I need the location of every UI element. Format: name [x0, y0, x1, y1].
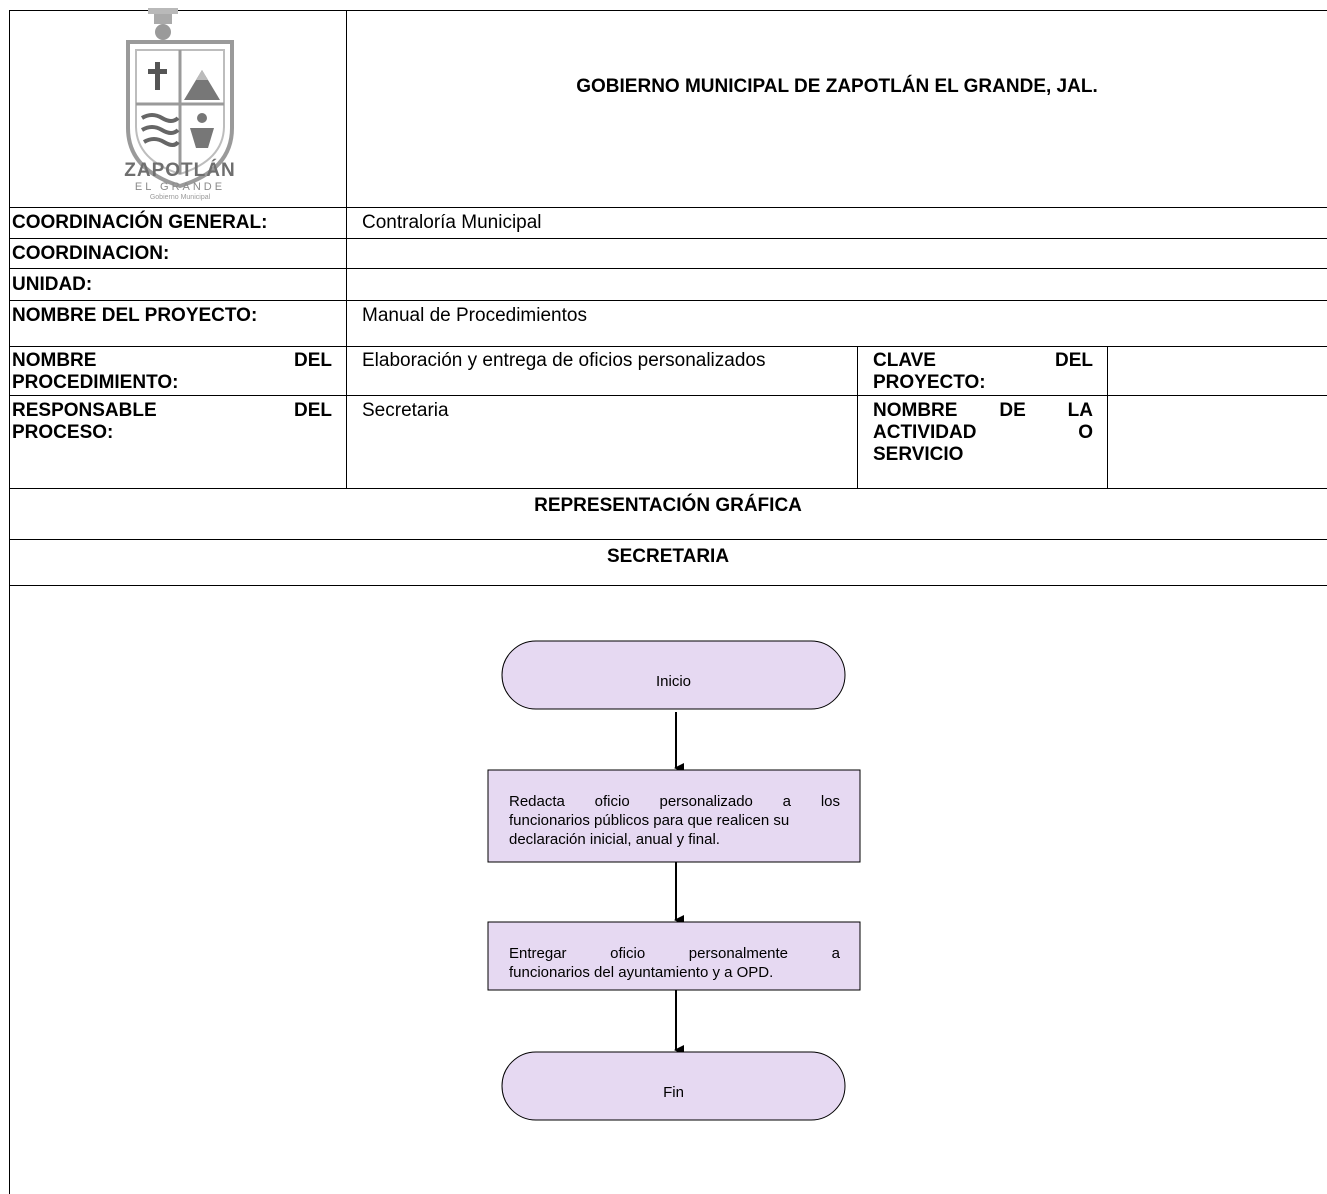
- start-terminal: [501, 640, 846, 710]
- process-step-1: [487, 769, 861, 863]
- procedimiento-label-line1: NOMBRE DEL: [12, 350, 332, 371]
- clave-label-line1: CLAVE DEL: [873, 350, 1093, 371]
- row-divider: [9, 585, 1327, 586]
- procedimiento-label-line2: PROCEDIMIENTO:: [12, 372, 179, 393]
- coordinacion-general-value: Contraloría Municipal: [362, 212, 542, 233]
- row-divider: [9, 238, 1327, 239]
- proyecto-value: Manual de Procedimientos: [362, 305, 587, 326]
- actividad-label-line2: ACTIVIDAD O: [873, 422, 1093, 443]
- logo-text: ZAPOTLÁN: [124, 160, 236, 181]
- row-divider: [9, 268, 1327, 269]
- coordinacion-general-label: COORDINACIÓN GENERAL:: [12, 212, 268, 233]
- end-terminal: [501, 1051, 846, 1121]
- step1-text-line2: funcionarios públicos para que realicen …: [509, 812, 790, 829]
- clave-label-line2: PROYECTO:: [873, 372, 986, 393]
- lane-heading: SECRETARIA: [606, 546, 730, 567]
- document-frame: [9, 10, 1327, 1194]
- process-step-2: [487, 921, 861, 991]
- procedimiento-value: Elaboración y entrega de oficios persona…: [362, 350, 766, 371]
- responsable-value: Secretaria: [362, 400, 449, 421]
- actividad-label-line3: SERVICIO: [873, 444, 964, 465]
- proyecto-label: NOMBRE DEL PROYECTO:: [12, 305, 258, 326]
- actividad-label-line1: NOMBRE DE LA: [873, 400, 1093, 421]
- municipal-logo: ZAPOTLÁN EL GRANDE Gobierno Municipal: [110, 8, 250, 203]
- step2-text-line1: Entregar oficio personalmente a: [509, 945, 840, 962]
- responsable-label-line1: RESPONSABLE DEL: [12, 400, 332, 421]
- step2-text-line2: funcionarios del ayuntamiento y a OPD.: [509, 964, 774, 981]
- row-divider: [9, 488, 1327, 489]
- document-title: GOBIERNO MUNICIPAL DE ZAPOTLÁN EL GRANDE…: [576, 76, 1098, 97]
- responsable-label-line2: PROCESO:: [12, 422, 114, 443]
- row-divider: [9, 207, 1327, 208]
- representacion-grafica-heading: REPRESENTACIÓN GRÁFICA: [534, 495, 802, 516]
- col-divider-clave-value: [1107, 346, 1108, 488]
- row-divider: [9, 539, 1327, 540]
- logo-caption: Gobierno Municipal: [149, 194, 211, 201]
- start-terminal-label: Inicio: [655, 673, 692, 690]
- row-divider: [9, 395, 1327, 396]
- unidad-label: UNIDAD:: [12, 274, 93, 295]
- col-divider-clave: [857, 346, 858, 488]
- row-divider: [9, 346, 1327, 347]
- step1-text-line3: declaración inicial, anual y final.: [509, 831, 720, 848]
- col-divider-main: [346, 10, 347, 488]
- coat-of-arms-icon: [126, 8, 234, 189]
- step1-text-line1: Redacta oficio personalizado a los: [509, 793, 840, 810]
- logo-subtitle: EL GRANDE: [134, 181, 226, 193]
- coordinacion-label: COORDINACION:: [12, 243, 170, 264]
- end-terminal-label: Fin: [663, 1084, 684, 1101]
- row-divider: [9, 300, 1327, 301]
